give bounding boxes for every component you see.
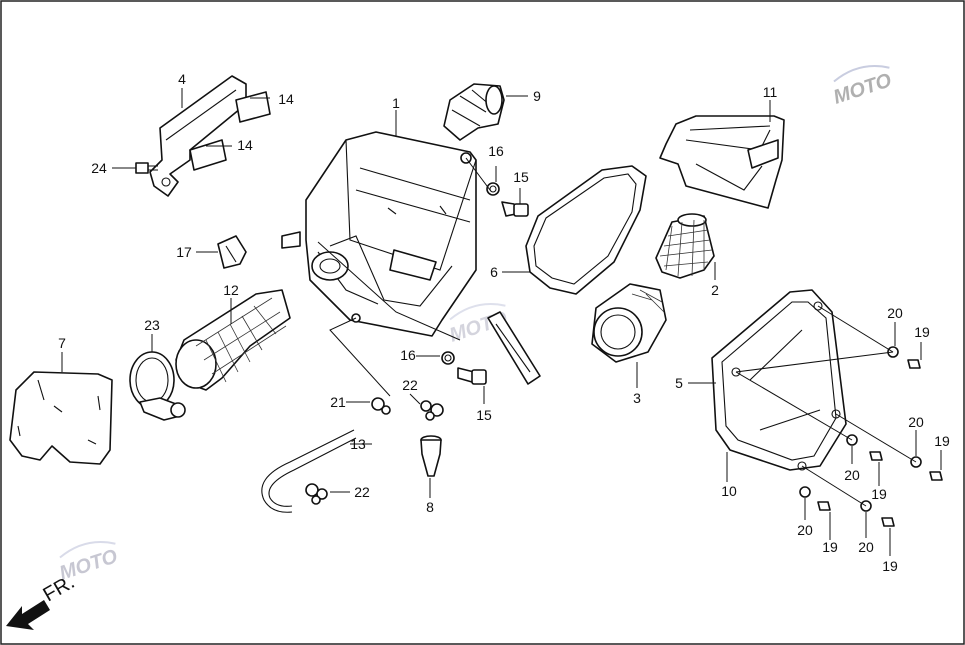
callout-20-a: 20: [887, 305, 903, 321]
part-23-clamp: [129, 351, 186, 421]
callout-15-upper: 15: [513, 169, 529, 185]
callout-6: 6: [490, 264, 498, 280]
callout-20-e: 20: [858, 539, 874, 555]
callout-7: 7: [58, 335, 66, 351]
callout-2: 2: [711, 282, 719, 298]
callout-20-c: 20: [844, 467, 860, 483]
callout-14-lower: 14: [237, 137, 253, 153]
callout-9: 9: [533, 88, 541, 104]
callout-4: 4: [178, 71, 186, 87]
part-17-clip: [217, 235, 247, 269]
callout-14-upper: 14: [278, 91, 294, 107]
part-3-element-cone: [591, 283, 667, 363]
part-12-intake-duct: [175, 289, 291, 391]
part-7-plate: [9, 371, 113, 465]
leader-lines: [61, 88, 942, 556]
part-9-intake-joint: [443, 83, 505, 141]
part-16-washer-upper: [486, 182, 500, 196]
part-1-air-cleaner-case: [281, 131, 477, 337]
part-8-drain-plug: [420, 435, 442, 477]
arrow-icon: [6, 600, 50, 630]
callout-8: 8: [426, 499, 434, 515]
callout-19-d: 19: [822, 539, 838, 555]
part-11-duct: [659, 115, 785, 209]
part-6-gasket: [525, 165, 647, 295]
part-2-filter-element: [655, 213, 715, 279]
part-15-bolt-lower: [457, 367, 487, 385]
part-10-cleaner-cover: [711, 289, 847, 471]
callout-16-upper: 16: [488, 143, 504, 159]
part-22-oring-lower: [305, 483, 328, 505]
callout-16-lower: 16: [400, 347, 416, 363]
callout-labels: 4 14 14 24 1 9 16 15 6 2 11 3 5 10 17 12…: [58, 71, 950, 574]
callout-21: 21: [330, 394, 346, 410]
callout-24: 24: [91, 160, 107, 176]
callout-1: 1: [392, 95, 400, 111]
callout-20-b: 20: [908, 414, 924, 430]
callout-22-upper: 22: [402, 377, 418, 393]
callout-10: 10: [721, 483, 737, 499]
callout-19-b: 19: [934, 433, 950, 449]
callout-11: 11: [763, 84, 778, 100]
callout-20-d: 20: [797, 522, 813, 538]
part-4-bracket: [149, 75, 271, 197]
callout-23: 23: [144, 317, 160, 333]
part-16-washer-lower: [441, 351, 455, 365]
part-13-drain-tube: [261, 429, 357, 513]
callout-13: 13: [350, 436, 366, 452]
callout-15-lower: 15: [476, 407, 492, 423]
callout-22-lower: 22: [354, 484, 370, 500]
callout-5: 5: [675, 375, 683, 391]
callout-3: 3: [633, 390, 641, 406]
part-21-oring: [371, 397, 391, 415]
callout-19-a: 19: [914, 324, 930, 340]
callout-12: 12: [223, 282, 239, 298]
part-15-bolt-upper: [501, 201, 529, 217]
part-22-oring-upper: [420, 400, 444, 421]
fasteners-right: [799, 346, 943, 527]
callout-17: 17: [176, 244, 192, 260]
callout-19-e: 19: [882, 558, 898, 574]
part-bracket-center: [487, 311, 541, 385]
callout-19-c: 19: [871, 486, 887, 502]
